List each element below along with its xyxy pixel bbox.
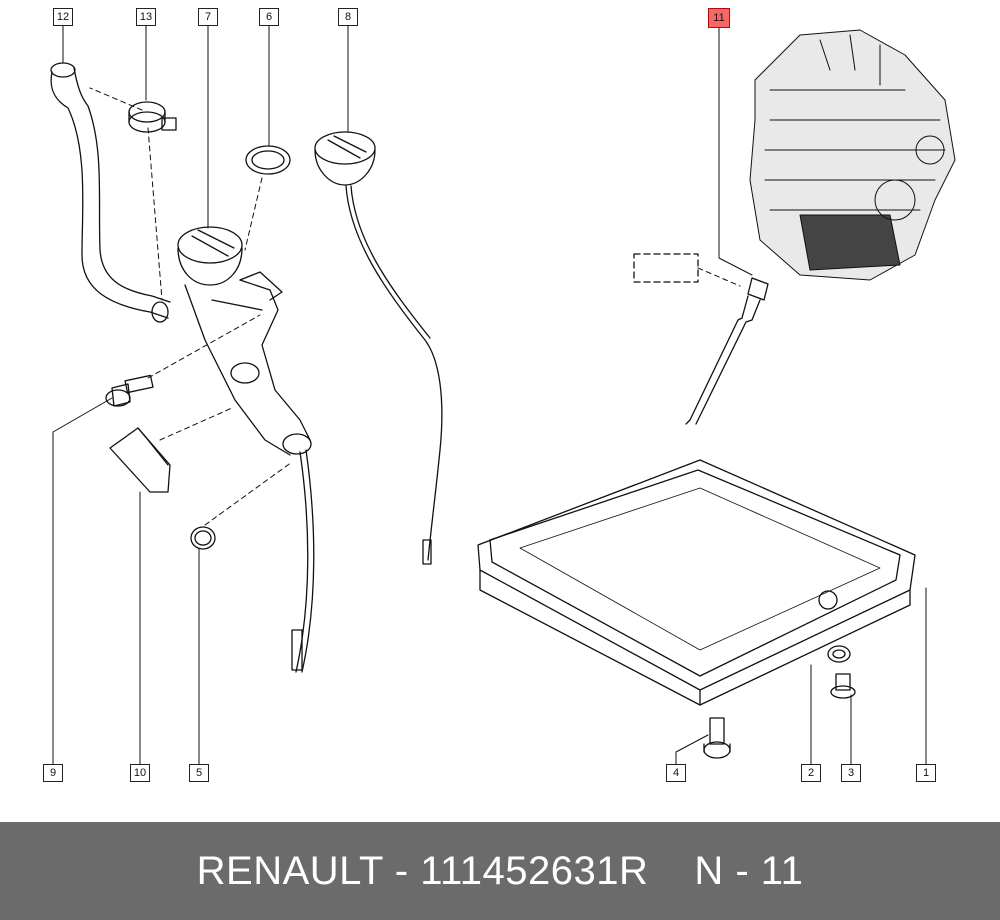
callout-10: 10 (130, 764, 150, 782)
reference-text: N - 11 (694, 848, 804, 893)
seal-5 (190, 526, 216, 550)
callout-11: 11 (708, 8, 730, 28)
assembly-arrows (89, 87, 741, 526)
part-number-banner: RENAULT - 111452631R N - 11 (0, 822, 1000, 920)
bracket-10 (109, 427, 171, 493)
callout-5: 5 (189, 764, 209, 782)
o-ring-6 (245, 145, 291, 175)
callout-1: 1 (916, 764, 936, 782)
hose-clamp (128, 101, 177, 133)
part-number-text: RENAULT - 111452631R (196, 848, 649, 893)
level-sensor-11 (685, 277, 769, 425)
callout-8: 8 (338, 8, 358, 26)
callout-9: 9 (43, 764, 63, 782)
engine-illustration (749, 29, 956, 281)
filler-neck-7 (177, 226, 315, 673)
callout-4: 4 (666, 764, 686, 782)
callout-3: 3 (841, 764, 861, 782)
washer-2 (827, 645, 851, 663)
breather-hose (50, 62, 171, 323)
leader-lines (52, 25, 927, 771)
dipstick-cap-8 (314, 131, 443, 565)
callout-12: 12 (53, 8, 73, 26)
parts-diagram (50, 25, 956, 771)
callout-7: 7 (198, 8, 218, 26)
drain-plug-3 (830, 673, 856, 699)
callout-6: 6 (259, 8, 279, 26)
bolt-4 (703, 717, 731, 759)
callout-2: 2 (801, 764, 821, 782)
bolt-9 (105, 374, 154, 407)
callout-13: 13 (136, 8, 156, 26)
oil-pan-1 (477, 459, 916, 706)
